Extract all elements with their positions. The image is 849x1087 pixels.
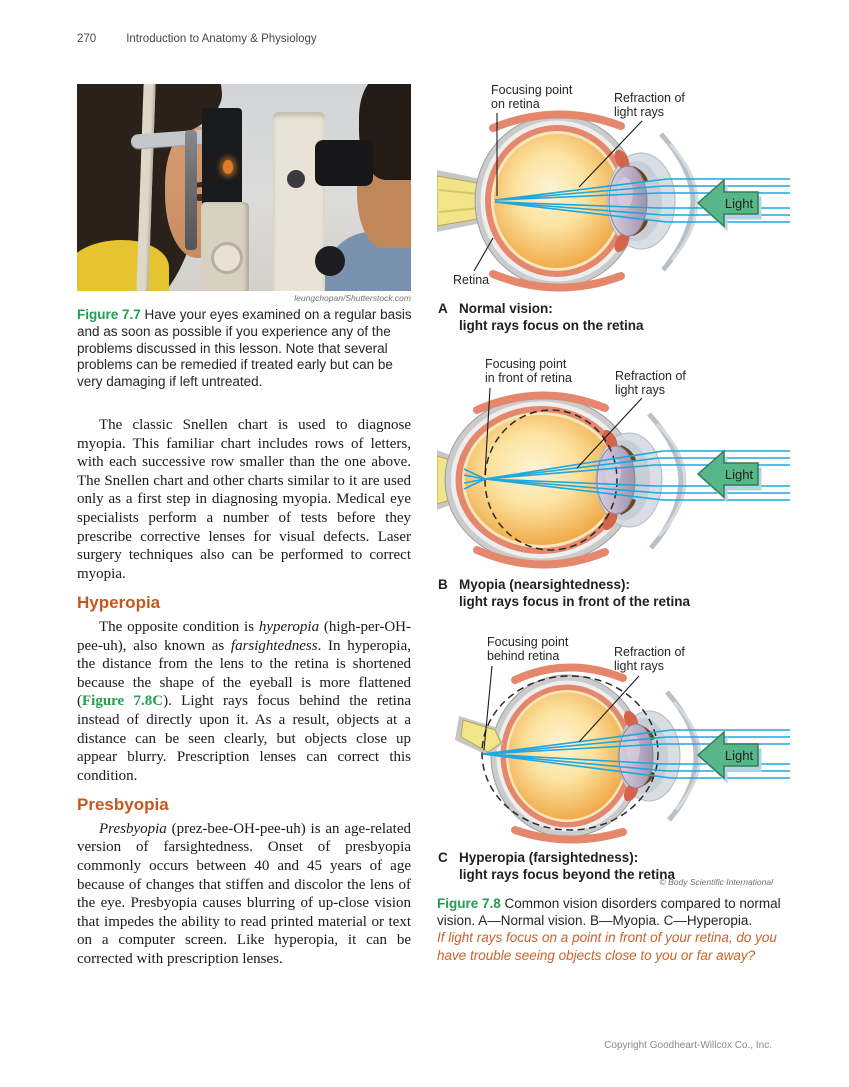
- figure-7-8c-reference: Figure 7.8C: [82, 693, 164, 710]
- hyperopia-text-4: ). Light rays focus behind the retina in…: [77, 693, 411, 784]
- light-arrow-label: Light: [725, 748, 754, 763]
- leader-lines: [484, 387, 643, 476]
- term-farsightedness: farsightedness: [230, 637, 318, 654]
- hyperopia-text-2: (high-per-OH-pee-uh), also known as: [77, 618, 411, 654]
- eye-illustration-normal: Light Focusing point on retina Refractio…: [437, 83, 790, 292]
- figure-7-7-text: Have your eyes examined on a regular bas…: [77, 307, 412, 390]
- presbyopia-text-1: (prez-bee-OH-pee-uh) is an age-related v…: [77, 820, 411, 968]
- leader-lines: [483, 665, 640, 751]
- caption-b: B Myopia (nearsightedness): light rays f…: [438, 576, 690, 610]
- label-refraction-line1: Refraction of: [614, 91, 685, 105]
- caption-c-subtitle: light rays focus beyond the retina: [459, 867, 676, 882]
- paragraph-snellen: The classic Snellen chart is used to dia…: [77, 417, 411, 582]
- figure-7-7-label: Figure 7.7: [77, 307, 141, 322]
- slit-lamp-arm: [202, 108, 242, 208]
- patient-shirt: [77, 240, 169, 291]
- label-refraction-line2: light rays: [614, 105, 664, 119]
- eyeball: [474, 110, 640, 292]
- figure-7-7-caption: Figure 7.7 Have your eyes examined on a …: [77, 307, 413, 391]
- header-title: Introduction to Anatomy & Physiology: [126, 33, 317, 45]
- eyepiece: [315, 140, 373, 186]
- diagram-a-normal-vision: Light Focusing point on retina Refractio…: [437, 80, 790, 352]
- outer-cornea-arcs: [647, 412, 687, 550]
- patient-eye: [191, 194, 210, 201]
- figure-7-8-label: Figure 7.8: [437, 896, 501, 911]
- leader-lines: [473, 113, 643, 272]
- column-knob: [287, 170, 305, 188]
- caption-b-subtitle: light rays focus in front of the retina: [459, 594, 691, 609]
- caption-a-subtitle: light rays focus on the retina: [459, 318, 644, 333]
- heading-hyperopia: Hyperopia: [77, 593, 161, 613]
- light-arrow: Light: [696, 730, 762, 784]
- normal-eye-dashed-outline: [481, 675, 659, 831]
- label-refraction-line1: Refraction of: [615, 369, 686, 383]
- figure-7-8-caption: Figure 7.8 Common vision disorders compa…: [437, 895, 787, 964]
- optic-nerve: [455, 716, 503, 755]
- paragraph-presbyopia: Presbyopia (prez-bee-OH-pee-uh) is an ag…: [77, 820, 411, 969]
- label-focusing-point-line2: in front of retina: [485, 371, 572, 385]
- caption-c-letter: C: [438, 850, 448, 865]
- label-refraction-line1: Refraction of: [614, 645, 685, 659]
- eyeball: [444, 391, 638, 569]
- label-focusing-point-line2: on retina: [491, 97, 540, 111]
- eye-illustration-hyperopia: Light Focusing point behind retina Refra…: [455, 635, 790, 844]
- label-retina: Retina: [453, 273, 489, 287]
- label-refraction-line2: light rays: [614, 659, 664, 673]
- photo-credit: leungchopan/Shutterstock.com: [294, 293, 411, 303]
- term-hyperopia: hyperopia: [258, 618, 320, 635]
- cornea-and-lens: [595, 429, 663, 531]
- caption-a: A Normal vision: light rays focus on the…: [438, 300, 644, 334]
- caption-b-title: Myopia (nearsightedness):: [459, 577, 631, 592]
- cornea-and-lens: [617, 710, 681, 802]
- diagram-c-hyperopia: Light Focusing point behind retina Refra…: [437, 630, 790, 892]
- light-arrow-label: Light: [725, 467, 754, 482]
- label-focusing-point-line2: behind retina: [487, 649, 559, 663]
- caption-a-title: Normal vision:: [459, 301, 553, 316]
- body-text: The classic Snellen chart is used to dia…: [77, 416, 411, 969]
- label-focusing-point-line1: Focusing point: [485, 357, 567, 371]
- normal-eye-dashed-outline: [484, 409, 618, 551]
- diagram-credit: © Body Scientific International: [659, 877, 773, 887]
- label-focusing-point-line1: Focusing point: [491, 83, 573, 97]
- caption-c-title: Hyperopia (farsightedness):: [459, 850, 639, 865]
- eye-illustration-myopia: Light Focusing point in front of retina …: [437, 357, 790, 569]
- figure-7-8-question: If light rays focus on a point in front …: [437, 930, 777, 963]
- adjustment-wheel: [211, 242, 243, 274]
- light-arrow: Light: [696, 178, 762, 232]
- diagram-b-myopia: Light Focusing point in front of retina …: [437, 352, 790, 630]
- outer-cornea-arcs: [659, 132, 699, 272]
- label-refraction-line2: light rays: [615, 383, 665, 397]
- lamp-light-glow: [223, 160, 233, 174]
- caption-c: C Hyperopia (farsightedness): light rays…: [438, 849, 675, 883]
- paragraph-hyperopia: The opposite condition is hyperopia (hig…: [77, 618, 411, 785]
- caption-a-letter: A: [438, 301, 448, 316]
- label-focusing-point-line1: Focusing point: [487, 635, 569, 649]
- metal-rod: [185, 130, 197, 250]
- caption-b-letter: B: [438, 577, 448, 592]
- page-number: 270: [77, 33, 97, 45]
- hyperopia-text-3: . In hyperopia, the distance from the le…: [77, 637, 411, 710]
- hyperopia-text-1: The opposite condition is: [99, 618, 259, 635]
- term-presbyopia: Presbyopia: [99, 820, 167, 837]
- eyeball: [490, 663, 644, 844]
- eye-exam-photo: [77, 84, 411, 291]
- heading-presbyopia: Presbyopia: [77, 795, 169, 815]
- cornea-and-lens: [606, 149, 676, 253]
- light-arrow-label: Light: [725, 196, 754, 211]
- copyright-footer: Copyright Goodheart-Willcox Co., Inc.: [604, 1040, 772, 1051]
- figure-7-8-text: Common vision disorders compared to norm…: [437, 896, 781, 929]
- lens-barrel: [315, 246, 345, 276]
- light-arrow: Light: [696, 449, 762, 503]
- page-header: 270 Introduction to Anatomy & Physiology: [77, 33, 317, 45]
